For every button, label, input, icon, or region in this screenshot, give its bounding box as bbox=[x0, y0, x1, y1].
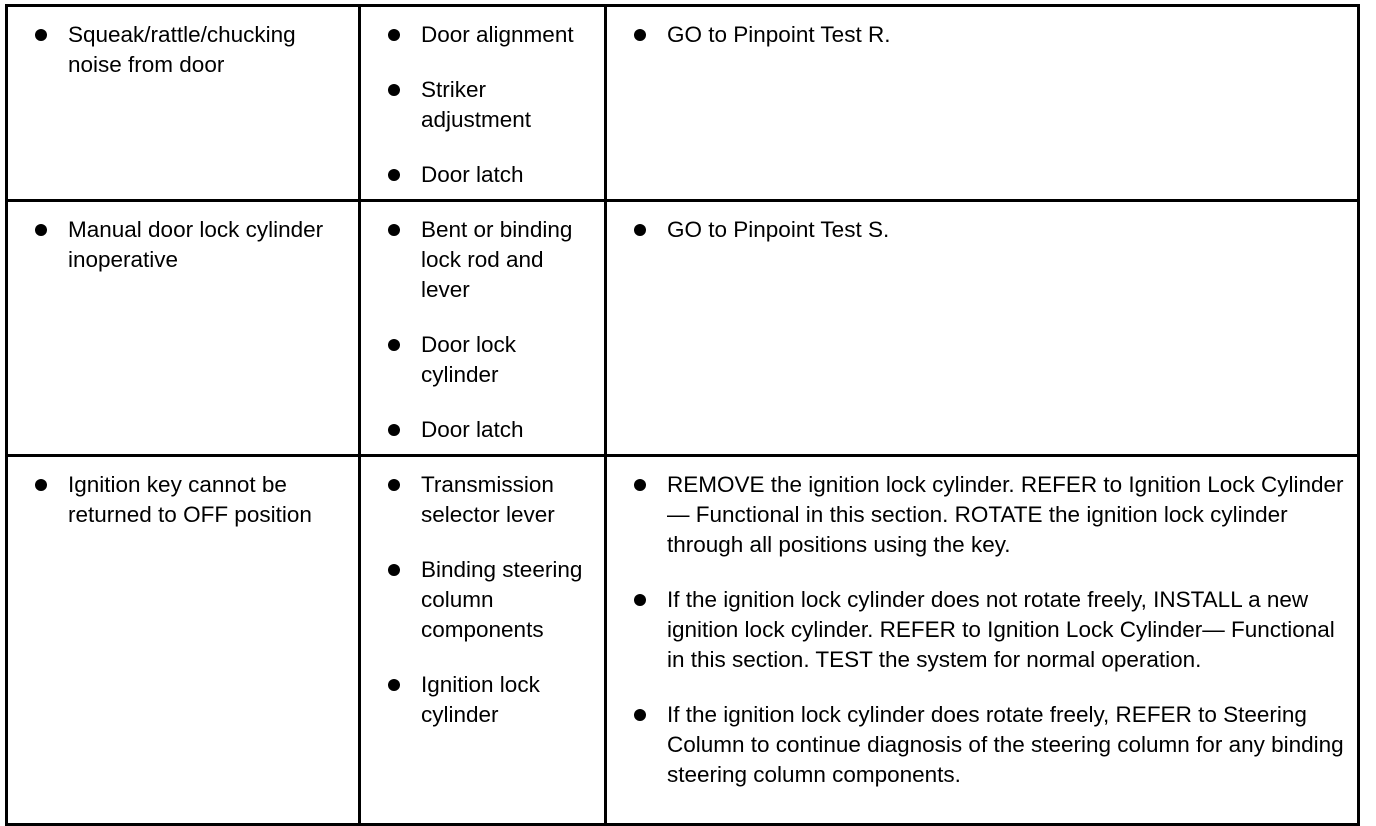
bullet-icon bbox=[634, 29, 646, 41]
action-text: If the ignition lock cylinder does rotat… bbox=[667, 702, 1344, 787]
list-item: GO to Pinpoint Test S. bbox=[632, 215, 1349, 245]
action-text: REMOVE the ignition lock cylinder. REFER… bbox=[667, 472, 1344, 557]
list-item: Door latch bbox=[386, 415, 596, 445]
bullet-icon bbox=[634, 479, 646, 491]
bullet-icon bbox=[388, 169, 400, 181]
list-item: Ignition key cannot be returned to OFF p… bbox=[33, 470, 350, 530]
bullet-icon bbox=[388, 564, 400, 576]
source-text: Door latch bbox=[421, 417, 524, 442]
table-row: Manual door lock cylinder inoperative Be… bbox=[5, 199, 1360, 457]
list-item: Squeak/rattle/chucking noise from door bbox=[33, 20, 350, 80]
bullet-icon bbox=[35, 224, 47, 236]
condition-text: Ignition key cannot be returned to OFF p… bbox=[68, 472, 312, 527]
action-cell: GO to Pinpoint Test S. bbox=[604, 199, 1360, 457]
action-text: GO to Pinpoint Test S. bbox=[667, 217, 890, 242]
source-text: Transmission selector lever bbox=[421, 472, 555, 527]
bullet-icon bbox=[388, 224, 400, 236]
list-item: Striker adjustment bbox=[386, 75, 596, 135]
source-cell: Transmission selector lever Binding stee… bbox=[358, 454, 607, 826]
condition-text: Manual door lock cylinder inoperative bbox=[68, 217, 324, 272]
source-cell: Bent or binding lock rod and lever Door … bbox=[358, 199, 607, 457]
source-cell: Door alignment Striker adjustment Door l… bbox=[358, 4, 607, 202]
list-item: If the ignition lock cylinder does rotat… bbox=[632, 700, 1349, 790]
list-item: Door latch bbox=[386, 160, 596, 190]
bullet-icon bbox=[388, 679, 400, 691]
list-item: Door lock cylinder bbox=[386, 330, 596, 390]
condition-text: Squeak/rattle/chucking noise from door bbox=[68, 22, 296, 77]
list-item: Bent or binding lock rod and lever bbox=[386, 215, 596, 305]
source-text: Binding steering column components bbox=[421, 557, 583, 642]
condition-cell: Squeak/rattle/chucking noise from door bbox=[5, 4, 361, 202]
source-text: Striker adjustment bbox=[421, 77, 532, 132]
list-item: Transmission selector lever bbox=[386, 470, 596, 530]
source-text: Ignition lock cylinder bbox=[421, 672, 540, 727]
bullet-icon bbox=[388, 339, 400, 351]
source-text: Door lock cylinder bbox=[421, 332, 517, 387]
table-row: Ignition key cannot be returned to OFF p… bbox=[5, 454, 1360, 826]
list-item: Ignition lock cylinder bbox=[386, 670, 596, 730]
bullet-icon bbox=[35, 479, 47, 491]
list-item: GO to Pinpoint Test R. bbox=[632, 20, 1349, 50]
diagnosis-table: Squeak/rattle/chucking noise from door D… bbox=[5, 4, 1360, 826]
list-item: REMOVE the ignition lock cylinder. REFER… bbox=[632, 470, 1349, 560]
bullet-icon bbox=[388, 424, 400, 436]
bullet-icon bbox=[388, 479, 400, 491]
condition-cell: Ignition key cannot be returned to OFF p… bbox=[5, 454, 361, 826]
source-text: Door latch bbox=[421, 162, 524, 187]
action-cell: GO to Pinpoint Test R. bbox=[604, 4, 1360, 202]
bullet-icon bbox=[634, 709, 646, 721]
bullet-icon bbox=[388, 84, 400, 96]
table-row: Squeak/rattle/chucking noise from door D… bbox=[5, 4, 1360, 202]
bullet-icon bbox=[634, 594, 646, 606]
action-text: GO to Pinpoint Test R. bbox=[667, 22, 891, 47]
list-item: Door alignment bbox=[386, 20, 596, 50]
source-text: Door alignment bbox=[421, 22, 574, 47]
bullet-icon bbox=[35, 29, 47, 41]
list-item: If the ignition lock cylinder does not r… bbox=[632, 585, 1349, 675]
bullet-icon bbox=[634, 224, 646, 236]
source-text: Bent or binding lock rod and lever bbox=[421, 217, 573, 302]
condition-cell: Manual door lock cylinder inoperative bbox=[5, 199, 361, 457]
list-item: Manual door lock cylinder inoperative bbox=[33, 215, 350, 275]
bullet-icon bbox=[388, 29, 400, 41]
action-text: If the ignition lock cylinder does not r… bbox=[667, 587, 1335, 672]
list-item: Binding steering column components bbox=[386, 555, 596, 645]
action-cell: REMOVE the ignition lock cylinder. REFER… bbox=[604, 454, 1360, 826]
